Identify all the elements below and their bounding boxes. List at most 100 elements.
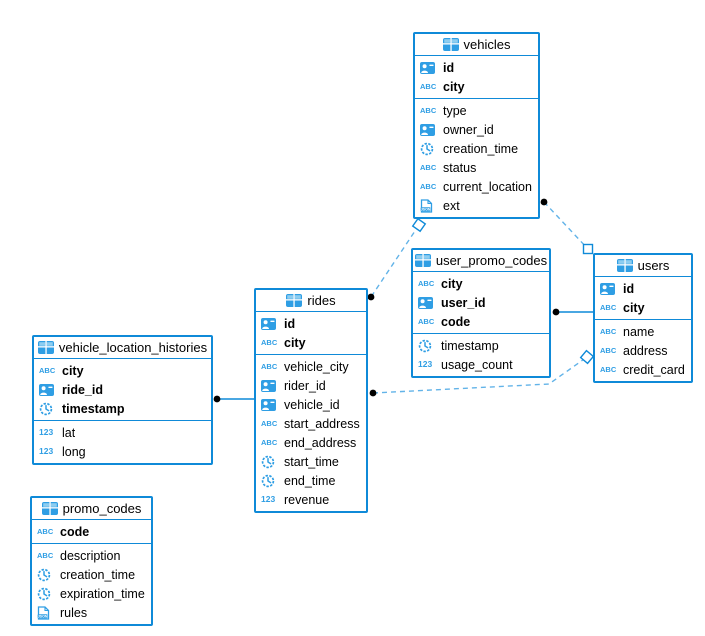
clock-icon (39, 402, 58, 416)
field-name: creation_time (443, 141, 519, 156)
text-icon: ABC (600, 364, 617, 374)
field-name: rules (60, 605, 88, 620)
field-row-owner_id[interactable]: owner_id (415, 120, 538, 139)
field-row-rules[interactable]: JSON rules (32, 603, 151, 622)
connector-diamond (411, 217, 427, 233)
table-icon (414, 254, 431, 267)
text-icon: ABC (600, 302, 617, 312)
field-row-rider_id[interactable]: rider_id (256, 376, 366, 395)
connector-dot (367, 293, 375, 301)
field-row-end_time[interactable]: end_time (256, 471, 366, 490)
table-header-user_promo_codes[interactable]: user_promo_codes (413, 250, 549, 272)
field-row-vehicle_id[interactable]: vehicle_id (256, 395, 366, 414)
field-row-id[interactable]: id (256, 314, 366, 333)
field-name: city (443, 79, 465, 94)
field-name: description (60, 548, 121, 563)
id-badge-icon (420, 123, 439, 136)
field-name: lat (62, 425, 76, 440)
table-header-vehicle_location_histories[interactable]: vehicle_location_histories (34, 337, 211, 359)
svg-text:JSON: JSON (38, 614, 48, 618)
field-name: status (443, 160, 477, 175)
connector-diamond (582, 243, 594, 255)
field-row-creation_time[interactable]: creation_time (415, 139, 538, 158)
id-badge-icon (261, 379, 280, 392)
field-row-creation_time[interactable]: creation_time (32, 565, 151, 584)
table-header-promo_codes[interactable]: promo_codes (32, 498, 151, 520)
clock-icon (261, 455, 280, 469)
number-icon: 123 (261, 494, 276, 505)
text-icon: ABC (600, 345, 617, 355)
field-row-id[interactable]: id (415, 58, 538, 77)
field-name: rider_id (284, 378, 326, 393)
field-name: timestamp (62, 401, 125, 416)
number-icon: 123 (39, 427, 54, 438)
field-name: expiration_time (60, 586, 145, 601)
field-row-expiration_time[interactable]: expiration_time (32, 584, 151, 603)
field-row-description[interactable]: ABC description (32, 546, 151, 565)
field-name: vehicle_city (284, 359, 349, 374)
field-name: long (62, 444, 86, 459)
table-header-rides[interactable]: rides (256, 290, 366, 312)
number-icon: 123 (418, 359, 433, 370)
field-row-id[interactable]: id (595, 279, 691, 298)
field-row-user_id[interactable]: user_id (413, 293, 549, 312)
id-badge-icon (418, 296, 437, 309)
table-header-users[interactable]: users (595, 255, 691, 277)
field-name: id (623, 281, 635, 296)
text-icon: ABC (37, 550, 54, 560)
id-badge-icon (261, 398, 280, 411)
field-row-ride_id[interactable]: ride_id (34, 380, 211, 399)
field-row-timestamp[interactable]: timestamp (34, 399, 211, 418)
table-header-vehicles[interactable]: vehicles (415, 34, 538, 56)
table-title: promo_codes (62, 501, 142, 516)
field-row-start_time[interactable]: start_time (256, 452, 366, 471)
text-icon: ABC (418, 278, 435, 288)
field-name: owner_id (443, 122, 494, 137)
id-badge-icon (261, 317, 280, 330)
relationship-vehicles-to-users (543, 201, 589, 250)
field-name: city (284, 335, 306, 350)
text-icon: ABC (420, 105, 437, 115)
connector-dot (540, 198, 548, 206)
field-name: id (443, 60, 455, 75)
field-name: address (623, 343, 668, 358)
field-row-lat[interactable]: 123 lat (34, 423, 211, 442)
field-row-timestamp[interactable]: timestamp (413, 336, 549, 355)
field-name: start_address (284, 416, 360, 431)
table-title: vehicles (463, 37, 511, 52)
field-row-address[interactable]: ABC address (595, 341, 691, 360)
field-name: end_address (284, 435, 357, 450)
table-title: users (637, 258, 670, 273)
field-name: timestamp (441, 338, 499, 353)
table-icon (37, 341, 54, 354)
